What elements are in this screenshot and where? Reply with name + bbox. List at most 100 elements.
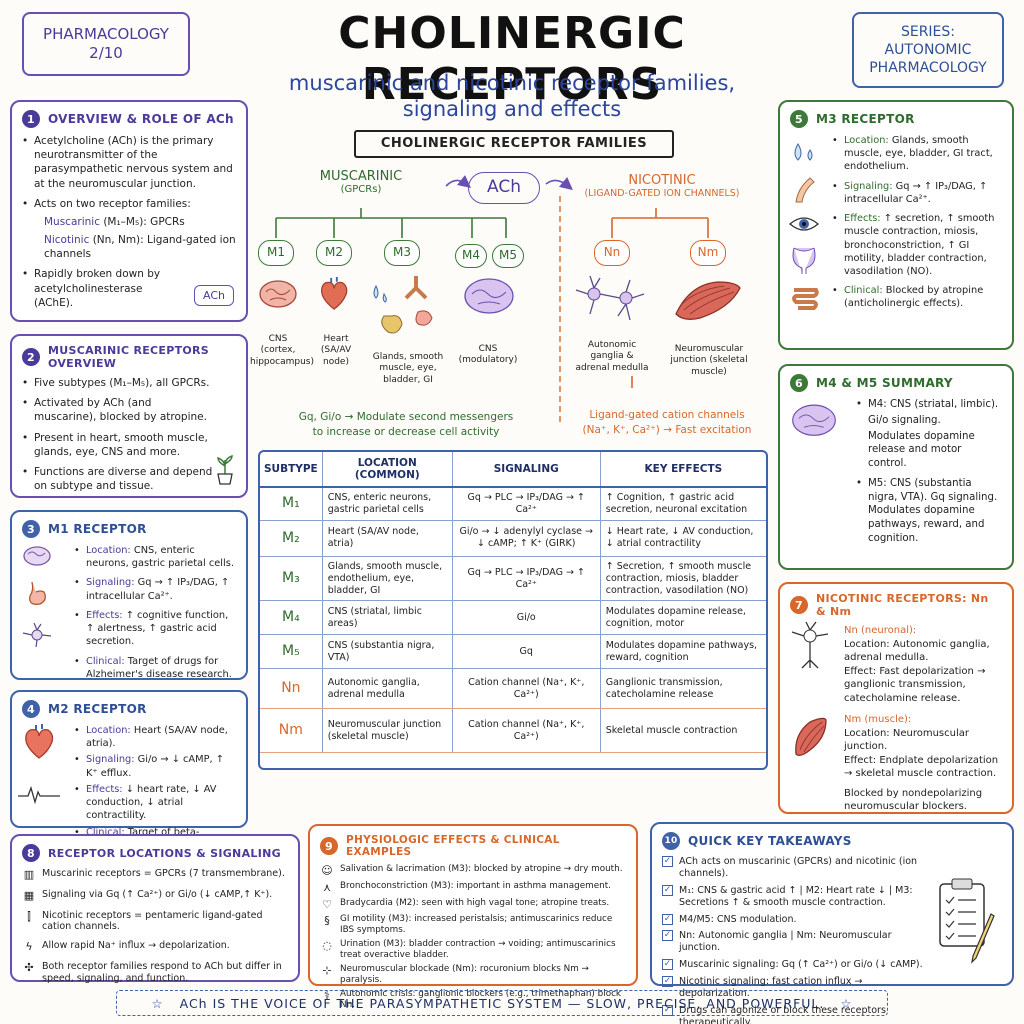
panel-title: M4 & M5 SUMMARY [816,376,953,390]
list-item: ▥Muscarinic receptors = GPCRs (7 transme… [23,868,285,881]
lightning-icon: ϟ [25,940,33,954]
star-icon: ☆ [840,995,853,1011]
m3-effects: Effects: ↑ secretion, ↑ smooth muscle co… [832,212,1002,278]
panel-title: PHYSIOLOGIC EFFECTS & CLINICAL EXAMPLES [346,834,560,858]
table-cell-signaling: Cation channel (Na⁺, K⁺, Ca²⁺) [452,708,601,754]
lungs-icon: ⋏ [322,880,332,894]
panel-title: M3 RECEPTOR [816,112,915,126]
panel-m4-m5: 6M4 & M5 SUMMARY M4: CNS (striatal, limb… [778,364,1014,570]
ach-node: ACh [468,172,540,204]
checkbox-icon: ✓ [662,856,673,867]
panel-number: 7 [790,596,808,614]
caption-m1: CNS (cortex, hippocampus) [250,334,314,367]
receptor-table: SUBTYPE LOCATION (COMMON) SIGNALING KEY … [258,450,768,770]
checkbox-icon: ✓ [662,884,673,896]
list-item: ⊹Neuromuscular blockade (Nm): rocuronium… [320,964,626,986]
caption-m2: Heart (SA/AV node) [320,334,352,367]
ach-tag: ACh [194,285,234,306]
glands-organs-icon [373,276,433,334]
list-item: ▦Signaling via Gq (↑ Ca²⁺) or Gi/o (↓ cA… [23,888,273,902]
neuron-icon [791,621,829,669]
muscle-icon [795,717,827,756]
node-m3: M3 [384,240,420,266]
list-item: ⚕Autonomic crisis: ganglionic blockers (… [320,989,626,1011]
page-subtitle: muscarinic and nicotinic receptor famili… [210,70,814,123]
panel-number: 2 [22,348,40,366]
table-cell-subtype: M₁ [260,487,323,521]
table-cell-location: CNS (striatal, limbic areas) [322,600,453,636]
panel-title: MUSCARINIC RECEPTORS OVERVIEW [48,344,210,370]
m2-effects: Effects: ↓ heart rate, ↓ AV conduction, … [74,783,236,823]
table-cell-signaling: Gq → PLC → IP₃/DAG → ↑ Ca²⁺ [452,487,601,521]
table-cell-signaling: Gi/o → ↓ adenylyl cyclase → ↓ cAMP; ↑ K⁺… [452,520,601,557]
table-header: SIGNALING [452,452,601,488]
checklist-item: ✓M4/M5: CNS modulation. [662,913,797,925]
list-item: ✣Both receptor families respond to ACh b… [22,961,288,985]
ecg-icon [18,785,60,804]
checklist-item: ✓Nicotinic signaling: fast cation influx… [662,976,863,999]
m4-signaling: Gi/o signaling. [868,414,941,426]
calendar-icon: ▦ [23,888,35,902]
m5-summary: M5: CNS (substantia nigra, VTA). Gq sign… [856,477,1002,546]
table-cell-effects: ↑ Cognition, ↑ gastric acid secretion, n… [600,487,766,521]
bullet: Activated by ACh (and muscarine), blocke… [22,396,214,424]
diagram-connectors [275,175,709,426]
footer-text: ACh IS THE VOICE OF THE PARASYMPATHETIC … [179,995,825,1011]
node-m4: M4 [455,244,487,268]
table-cell-signaling: Cation channel (Na⁺, K⁺, Ca²⁺) [452,668,601,710]
heart-icon: ♡ [322,897,332,911]
checklist-item: ✓Nn: Autonomic ganglia | Nm: Neuromuscul… [662,930,892,954]
muscarinic-sublabel: (GPCRs) [340,184,382,196]
membrane-icon: ▥ [23,868,35,881]
subtitle-line-1: muscarinic and nicotinic receptor famili… [288,71,736,95]
receptor-families-diagram: CHOLINERGIC RECEPTOR FAMILIES MUSCARINIC… [250,126,776,446]
panel-title: NICOTINIC RECEPTORS: Nn & Nm [816,592,989,618]
table-cell-subtype: M₅ [260,634,323,670]
brain-icon [464,278,514,314]
caption-m4-m5: CNS (modulatory) [458,344,518,366]
bullet: Functions are diverse and depend on subt… [22,465,214,493]
checkbox-icon: ✓ [662,976,673,987]
panel-title: RECEPTOR LOCATIONS & SIGNALING [48,846,281,860]
nn-effect: Effect: Fast depolarization → ganglionic… [844,665,986,704]
table-cell-effects: Ganglionic transmission, catecholamine r… [600,668,766,710]
panel-title: M2 RECEPTOR [48,702,147,716]
nm-heading: Nm (muscle): [844,714,912,725]
molecule-icon: ✣ [24,961,34,974]
neuron-icon [575,275,645,321]
eye-icon [789,217,819,231]
table-cell-effects: Modulates dopamine release, cognition, m… [600,600,766,636]
panel-number: 8 [22,844,40,862]
caption-nn: Autonomic ganglia & adrenal medulla [575,340,649,373]
m3-location: Location: Glands, smooth muscle, eye, bl… [832,134,1002,174]
list-item: ⋏Bronchoconstriction (M3): important in … [320,881,626,895]
muscarinic-label: MUSCARINIC [319,169,403,184]
list-item: §GI motility (M3): increased peristalsis… [320,914,626,936]
panel-number: 1 [22,110,40,128]
node-m2: M2 [316,240,352,266]
star-icon: ☆ [151,995,164,1011]
list-item: ♡Bradycardia (M2): seen with high vagal … [320,898,626,912]
bullet: Acts on two receptor families: Muscarini… [22,197,236,262]
table-cell-signaling: Gq → PLC → IP₃/DAG → ↑ Ca²⁺ [452,556,601,602]
brain-icon [792,404,836,436]
node-m1: M1 [258,240,294,266]
nicotinic-sublabel: (LIGAND-GATED ION CHANNELS) [584,187,740,199]
droplets-icon [794,143,813,161]
nn-location: Location: Autonomic ganglia, adrenal med… [844,638,990,664]
page-title: CHOLINERGIC RECEPTORS [338,8,686,110]
table-cell-subtype: Nn [260,668,323,710]
bullet: Rapidly broken down by acetylcholinester… [22,267,236,310]
bladder-icon: ◌ [322,939,332,953]
panel-m1: 3M1 RECEPTOR Location: CNS, enteric neur… [10,510,248,680]
table-cell-signaling: Gi/o [452,600,601,636]
checklist-item: ✓Muscarinic signaling: Gq (↑ Ca²⁺) or Gi… [662,959,923,971]
brain-icon [23,546,51,566]
